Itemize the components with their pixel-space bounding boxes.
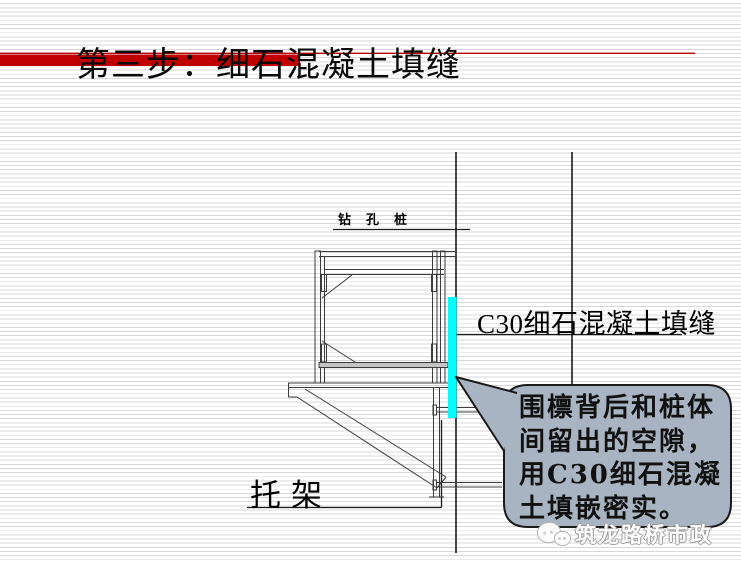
pile-label: 钻孔桩	[338, 212, 423, 227]
slide-title: 第三步：细石混凝土填缝	[76, 47, 461, 84]
callout-line-1: 围檩背后和桩体	[519, 393, 716, 423]
title-rule-line	[0, 52, 695, 54]
waler-frame	[314, 250, 455, 384]
concrete-joint-highlight	[448, 297, 457, 418]
callout-line-3: 用C30细石混凝	[519, 460, 722, 490]
callout-text: 围檩背后和桩体 间留出的空隙， 用C30细石混凝 土填嵌密实。	[519, 392, 724, 526]
wechat-logo-icon	[535, 520, 575, 548]
chat-bubble-small	[554, 531, 571, 546]
callout-tail	[455, 376, 518, 452]
bracket-label: 托架	[250, 478, 332, 513]
joint-fill-label: C30细石混凝土填缝	[477, 309, 717, 339]
watermark: 筑龙路桥市政	[535, 519, 713, 549]
bracket	[288, 382, 502, 498]
title-accent-bar	[0, 54, 300, 66]
callout-line-2: 间留出的空隙，	[519, 426, 716, 457]
callout-line-4: 土填嵌密实。	[519, 493, 688, 524]
watermark-text: 筑龙路桥市政	[575, 524, 713, 547]
leader-lines	[247, 228, 682, 509]
